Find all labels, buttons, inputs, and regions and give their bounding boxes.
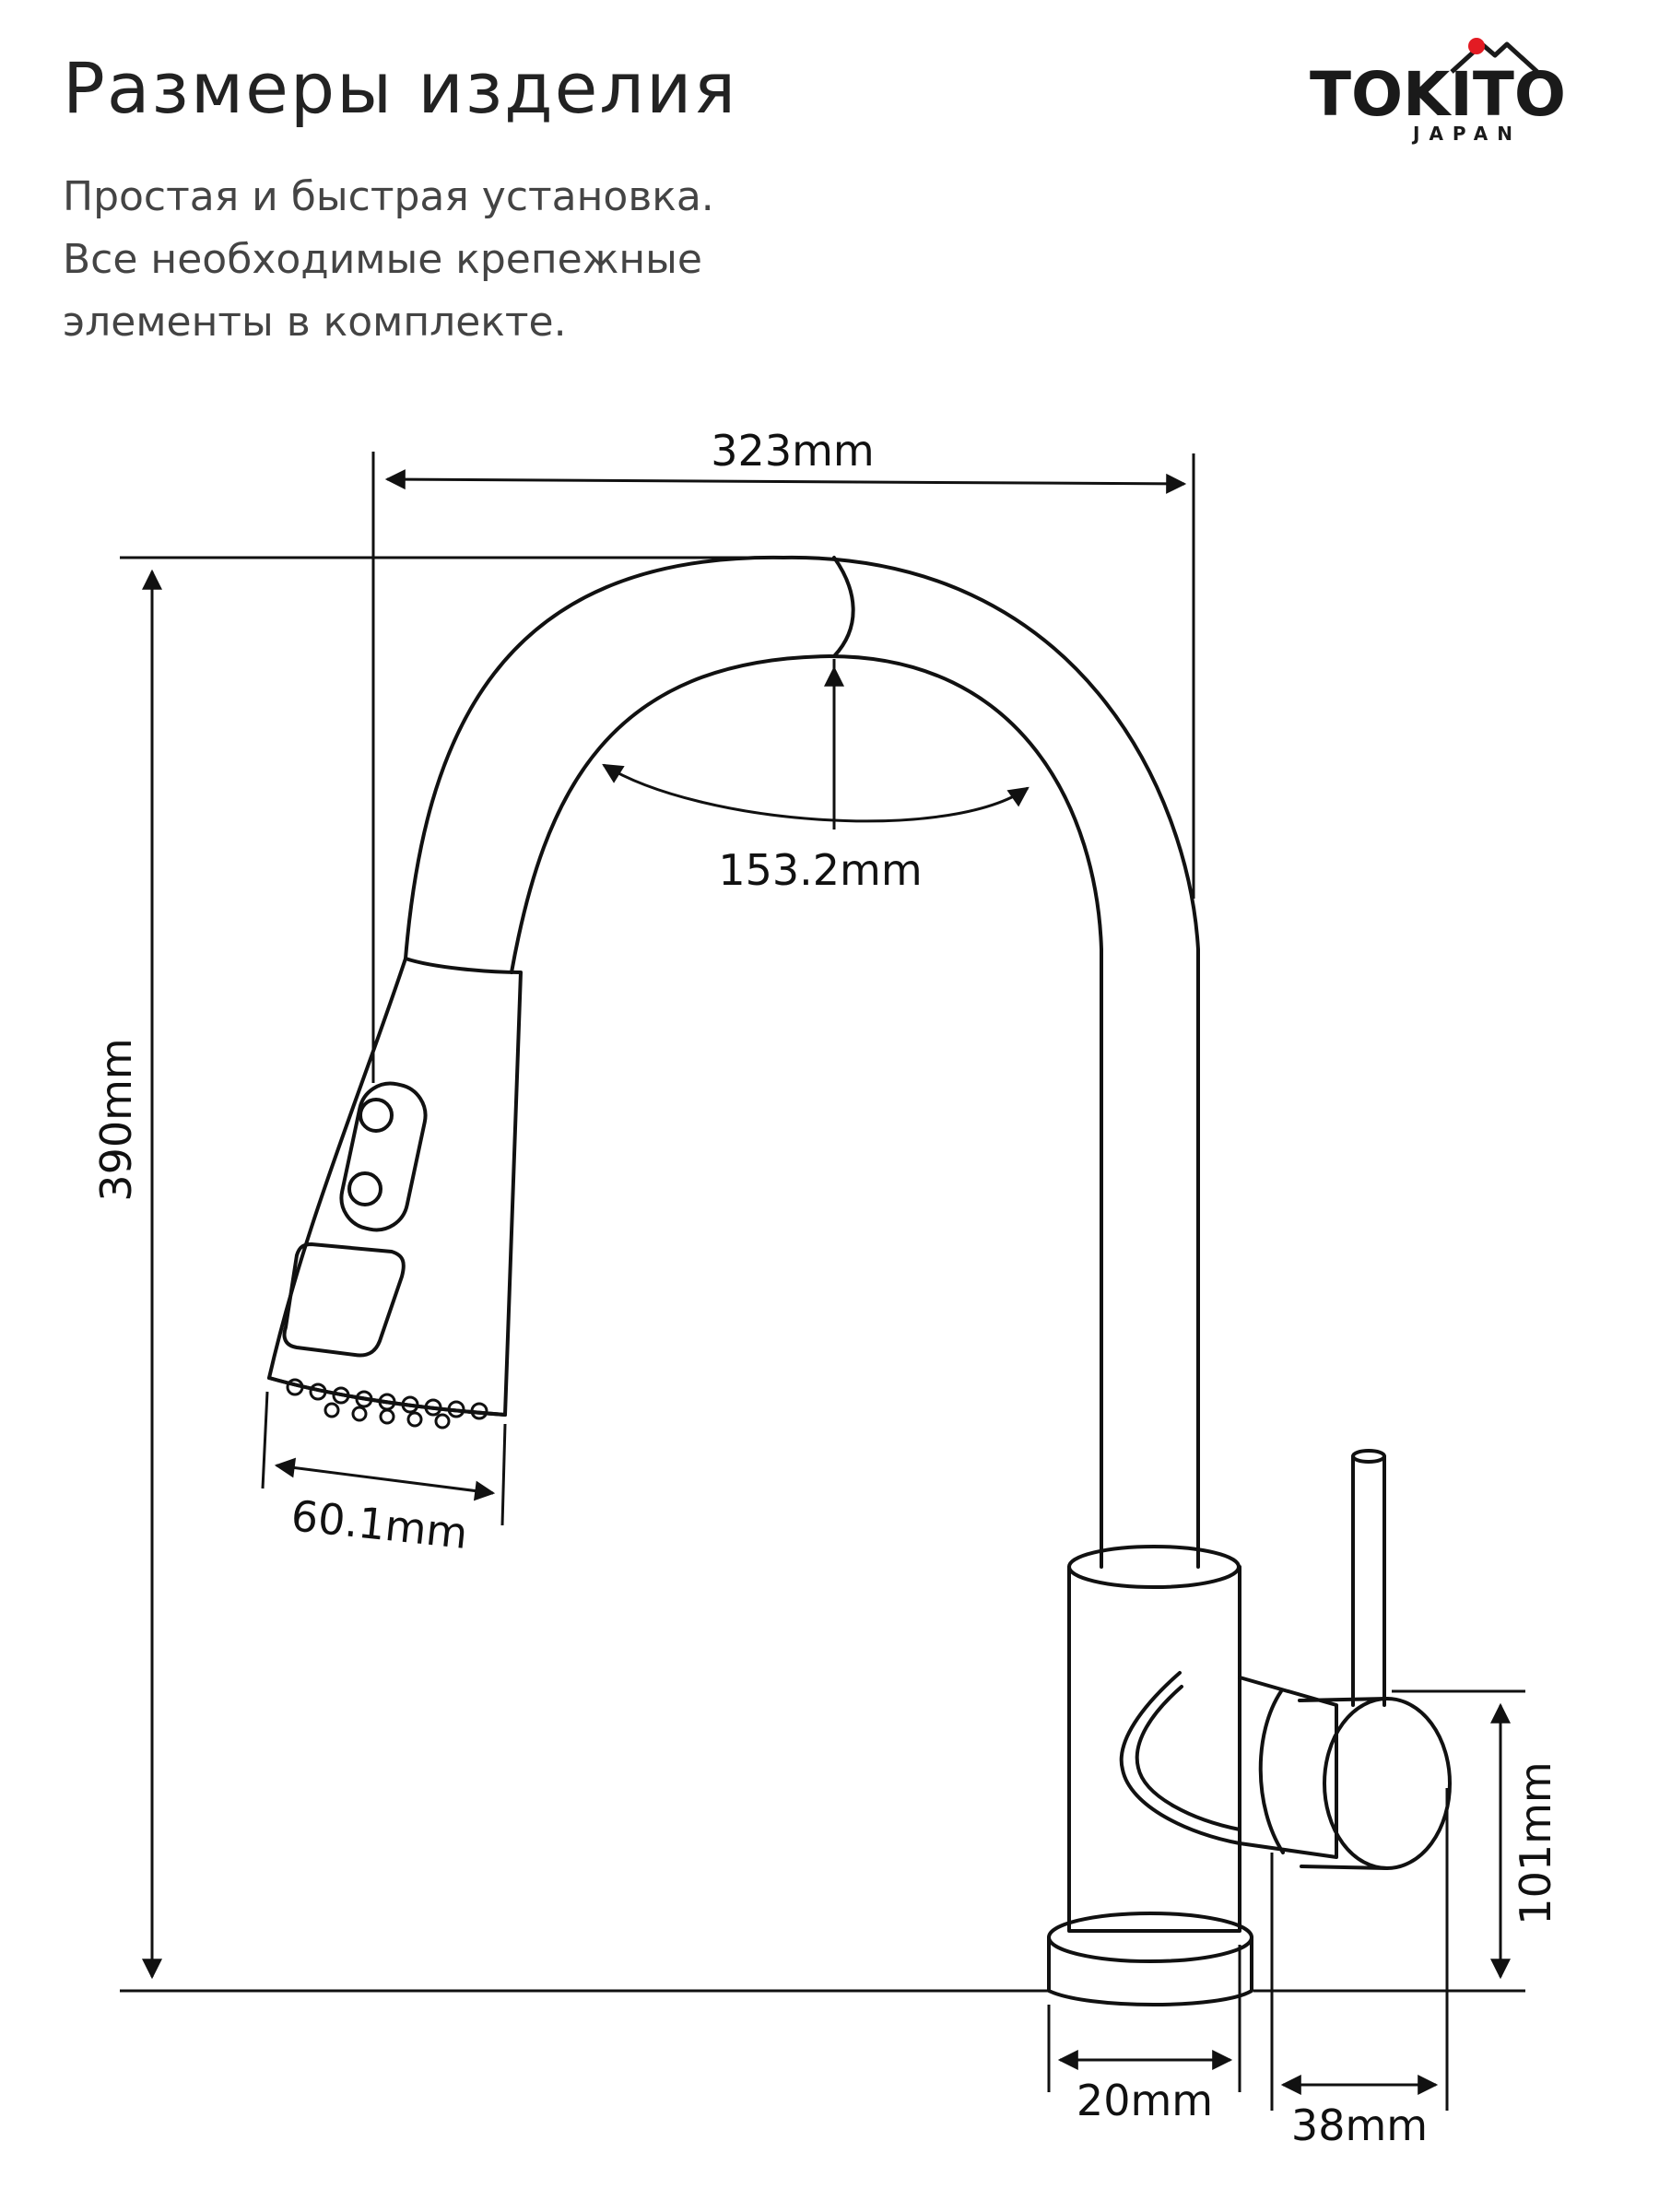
handle-cap-edge [1298, 1697, 1389, 1870]
subtitle: Простая и быстрая установка. Все необход… [63, 166, 892, 354]
faucet-body [267, 555, 1452, 2006]
spout-outer [404, 555, 1200, 1569]
base-body [1067, 1565, 1241, 1933]
logo-brand-text: TOKITO [1310, 59, 1566, 130]
handle-ring [1258, 1689, 1285, 1854]
dim-handle-width-label: 38mm [1291, 2100, 1428, 2150]
spout-inner [510, 654, 1103, 1569]
base-flange [1047, 1936, 1253, 2006]
subtitle-line-2: Все необходимые крепежные [63, 236, 702, 283]
base-top-ring [1067, 1545, 1241, 1589]
dim-handle-height-label: 101mm [1511, 1761, 1560, 1924]
spray-head [267, 957, 523, 1417]
subtitle-line-3: элементы в комплекте. [63, 299, 567, 346]
button-panel [339, 1081, 428, 1232]
handle-body [1238, 1676, 1338, 1859]
mode-button [347, 1171, 382, 1206]
lever-stick [1351, 1454, 1386, 1707]
dim-base-label: 20mm [1077, 2076, 1213, 2125]
dim-arc-label: 153.2mm [718, 845, 922, 895]
handle-collar [1119, 1671, 1241, 1845]
dimension-lines [120, 452, 1525, 2111]
logo-sub-text: JAPAN [1411, 123, 1522, 145]
handle-cap [1323, 1697, 1452, 1870]
sun-dot [1468, 38, 1485, 54]
dim-width-label: 323mm [711, 426, 874, 476]
brand-logo: TOKITO JAPAN [1310, 38, 1566, 145]
base-flange-top [1047, 1912, 1253, 1963]
dim-height-label: 390mm [91, 1038, 141, 1201]
spray-nozzles [286, 1378, 488, 1430]
lever-tip [1351, 1449, 1386, 1464]
subtitle-line-1: Простая и быстрая установка. [63, 173, 714, 220]
handle-collar-inner [1135, 1685, 1241, 1831]
mountain-sun-icon [1450, 41, 1539, 74]
hose-seam [832, 556, 855, 658]
page-title: Размеры изделия [63, 47, 738, 129]
dim-head-label: 60.1mm [288, 1490, 470, 1559]
power-button [359, 1098, 394, 1133]
spray-pad [282, 1242, 406, 1358]
